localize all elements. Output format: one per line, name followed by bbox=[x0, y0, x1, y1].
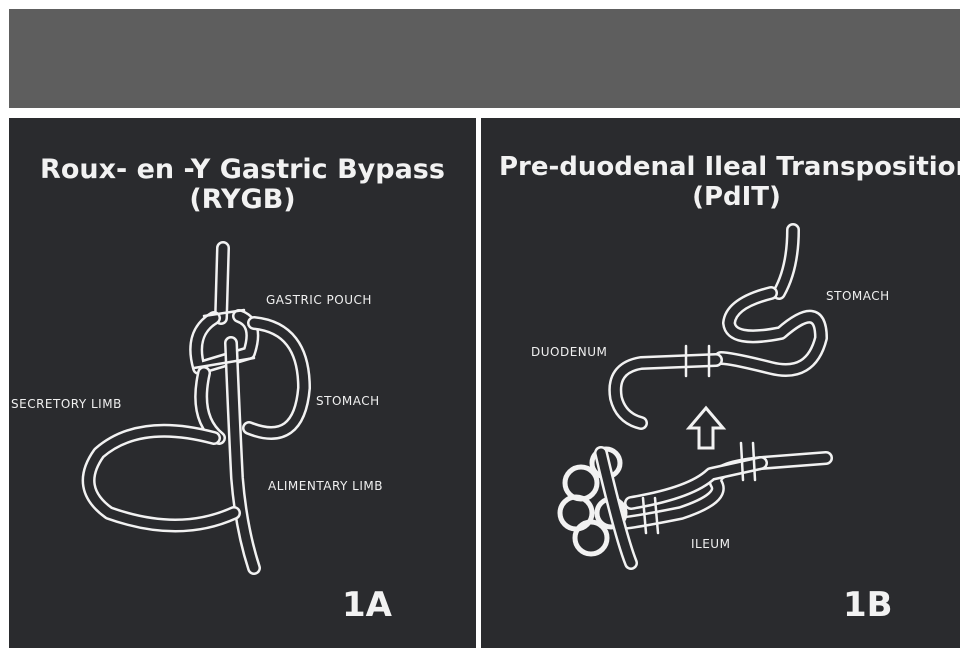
label-ileum: ILEUM bbox=[691, 537, 730, 551]
esophagus bbox=[779, 230, 793, 293]
label-alimentary-limb: ALIMENTARY LIMB bbox=[268, 479, 383, 493]
panel-pdit: Pre-duodenal Ileal Transposition (PdIT) bbox=[481, 118, 960, 648]
label-stomach: STOMACH bbox=[826, 289, 890, 303]
header-band bbox=[9, 9, 960, 108]
panel-letter-1b: 1B bbox=[843, 585, 893, 625]
stomach bbox=[721, 293, 821, 370]
cut-mark bbox=[753, 443, 755, 480]
label-gastric-pouch: GASTRIC POUCH bbox=[266, 293, 372, 307]
panel-rygb: Roux- en -Y Gastric Bypass (RYGB) bbox=[9, 118, 476, 648]
label-stomach: STOMACH bbox=[316, 394, 380, 408]
label-duodenum: DUODENUM bbox=[531, 345, 607, 359]
transposition-arrow bbox=[689, 408, 723, 448]
rygb-diagram: GASTRIC POUCH SECRETORY LIMB STOMACH ALI… bbox=[9, 118, 476, 648]
small-bowel-coils bbox=[560, 449, 631, 563]
ileum bbox=[621, 458, 826, 523]
secretory-limb bbox=[89, 431, 234, 526]
panel-letter-1a: 1A bbox=[342, 585, 392, 625]
esophagus bbox=[221, 248, 223, 318]
pdit-diagram: STOMACH DUODENUM ILEUM bbox=[481, 118, 960, 648]
alimentary-limb bbox=[231, 343, 254, 568]
label-secretory-limb: SECRETORY LIMB bbox=[11, 397, 122, 411]
